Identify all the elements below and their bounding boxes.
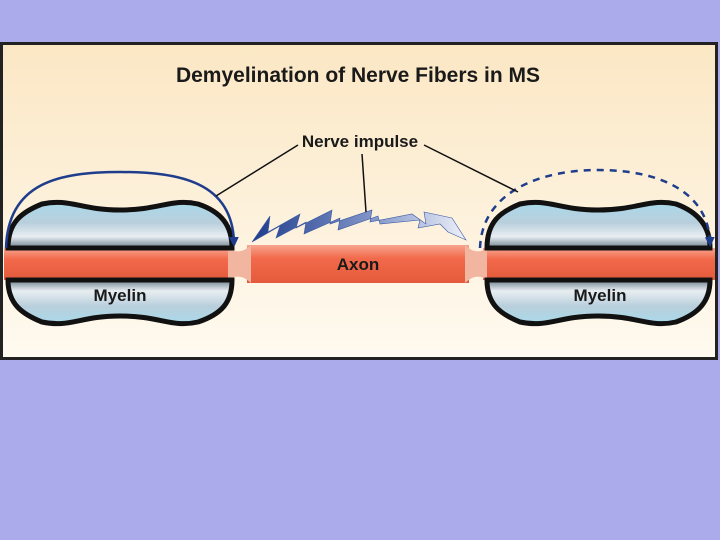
myelin-right-top bbox=[484, 199, 713, 251]
leader-line-middle bbox=[361, 153, 367, 213]
figure-title: Demyelination of Nerve Fibers in MS bbox=[176, 64, 540, 87]
impulse-label: Nerve impulse bbox=[302, 132, 418, 151]
myelin-left-label: Myelin bbox=[94, 286, 147, 305]
myelin-sheath-left: Myelin bbox=[5, 199, 235, 327]
node-of-ranvier-left bbox=[228, 245, 251, 283]
axon-label: Axon bbox=[337, 255, 380, 274]
myelin-right-label: Myelin bbox=[574, 286, 627, 305]
axon-segment-right bbox=[483, 248, 715, 280]
diagram-figure: Demyelination of Nerve Fibers in MS Myel… bbox=[0, 42, 718, 360]
myelin-left-top bbox=[5, 199, 235, 251]
node-of-ranvier-right bbox=[465, 245, 487, 283]
myelin-left-bottom bbox=[5, 277, 235, 327]
impulse-zigzag bbox=[251, 209, 467, 243]
impulse-leader-lines bbox=[215, 144, 519, 213]
leader-line-left bbox=[215, 144, 299, 197]
myelin-sheath-right: Myelin bbox=[484, 199, 713, 327]
axon-segment-middle bbox=[247, 245, 469, 283]
leader-line-right bbox=[423, 144, 519, 193]
axon bbox=[4, 245, 715, 283]
impulse-arc-dashed bbox=[478, 168, 715, 249]
diagram-canvas: Demyelination of Nerve Fibers in MS Myel… bbox=[0, 42, 718, 360]
axon-segment-left bbox=[4, 248, 232, 280]
myelin-right-bottom bbox=[484, 277, 713, 327]
impulse-arc-solid bbox=[4, 170, 239, 249]
